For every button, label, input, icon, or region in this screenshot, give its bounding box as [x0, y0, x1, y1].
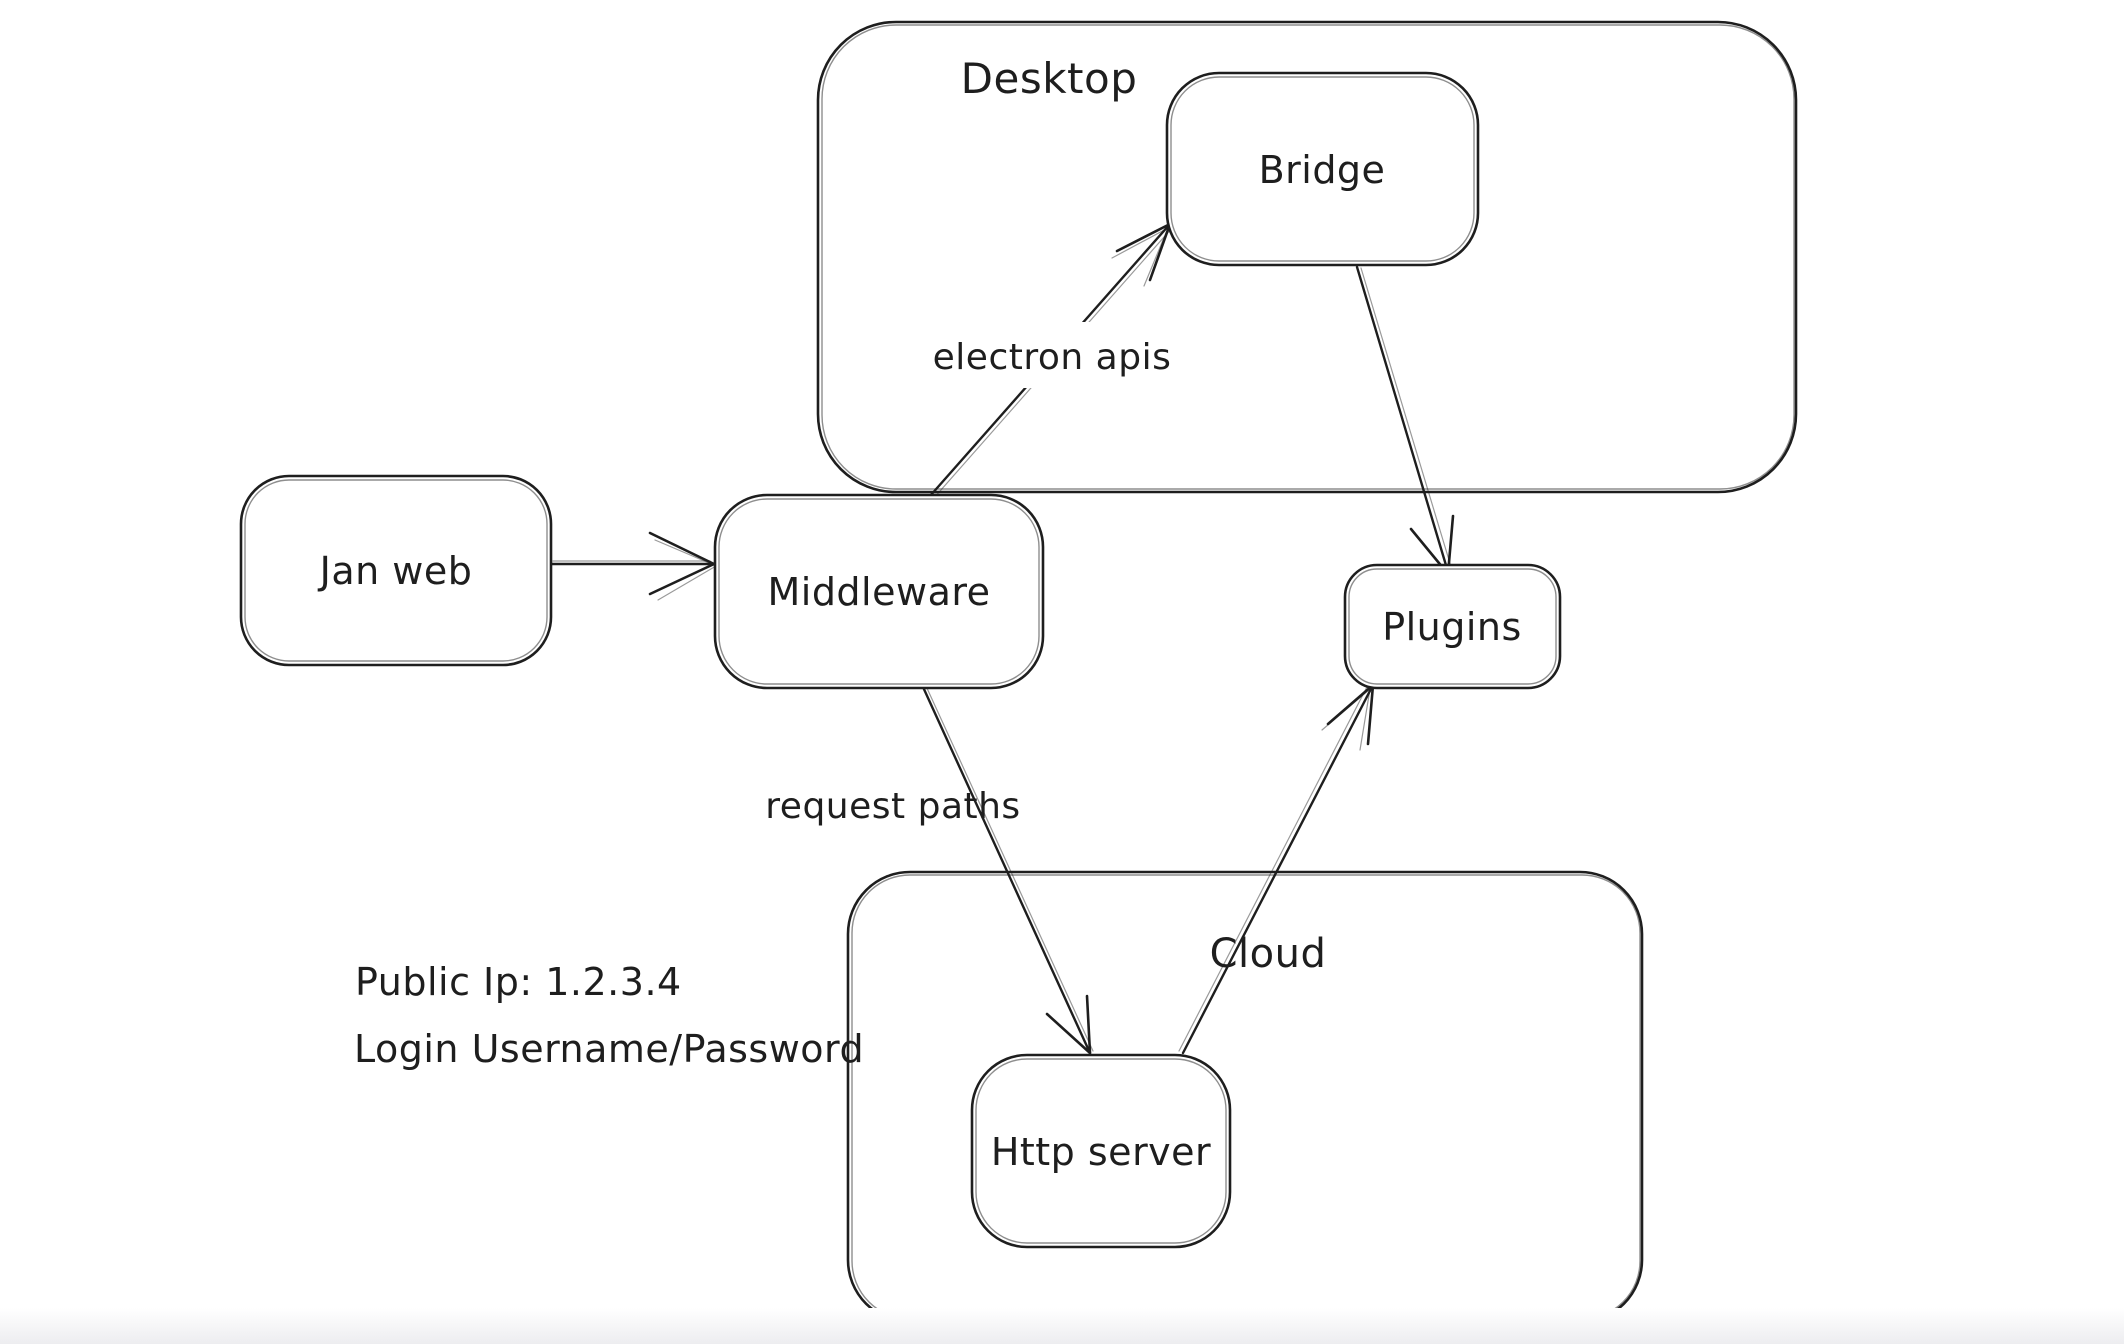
- edge-label-mask: [900, 322, 1205, 388]
- node-plugins[interactable]: Plugins: [1343, 563, 1562, 690]
- annotation-public-ip[interactable]: Public Ip: 1.2.3.4: [355, 960, 682, 1004]
- node-jan-web-label[interactable]: Jan web: [318, 549, 473, 593]
- edge-label-request-paths[interactable]: request paths: [765, 786, 1020, 827]
- edge-middleware-to-bridge[interactable]: electron apis: [900, 222, 1205, 500]
- edge-bridge-to-plugins[interactable]: [1355, 265, 1455, 576]
- node-bridge[interactable]: Bridge: [1165, 71, 1480, 267]
- edge-jan-web-to-middleware[interactable]: [549, 531, 718, 601]
- edge-http-server-to-plugins[interactable]: [1178, 682, 1375, 1055]
- bottom-fade: [0, 1308, 2124, 1344]
- node-http-server-label[interactable]: Http server: [991, 1130, 1211, 1174]
- container-desktop-label[interactable]: Desktop: [961, 54, 1138, 103]
- edge-middleware-to-http-server[interactable]: request paths: [765, 685, 1094, 1055]
- node-middleware[interactable]: Middleware: [713, 493, 1045, 690]
- container-desktop[interactable]: Desktop: [816, 20, 1798, 494]
- node-middleware-label[interactable]: Middleware: [767, 570, 990, 614]
- node-http-server[interactable]: Http server: [970, 1053, 1232, 1249]
- arrowhead-http-server: [1045, 994, 1092, 1055]
- node-bridge-label[interactable]: Bridge: [1259, 148, 1386, 192]
- node-plugins-label[interactable]: Plugins: [1382, 605, 1522, 649]
- container-cloud-label[interactable]: Cloud: [1210, 931, 1327, 977]
- node-jan-web[interactable]: Jan web: [239, 474, 553, 667]
- annotation-credentials[interactable]: Public Ip: 1.2.3.4 Login Username/Passwo…: [354, 960, 864, 1071]
- annotation-login[interactable]: Login Username/Password: [354, 1027, 864, 1071]
- edge-label-electron-apis[interactable]: electron apis: [933, 337, 1172, 378]
